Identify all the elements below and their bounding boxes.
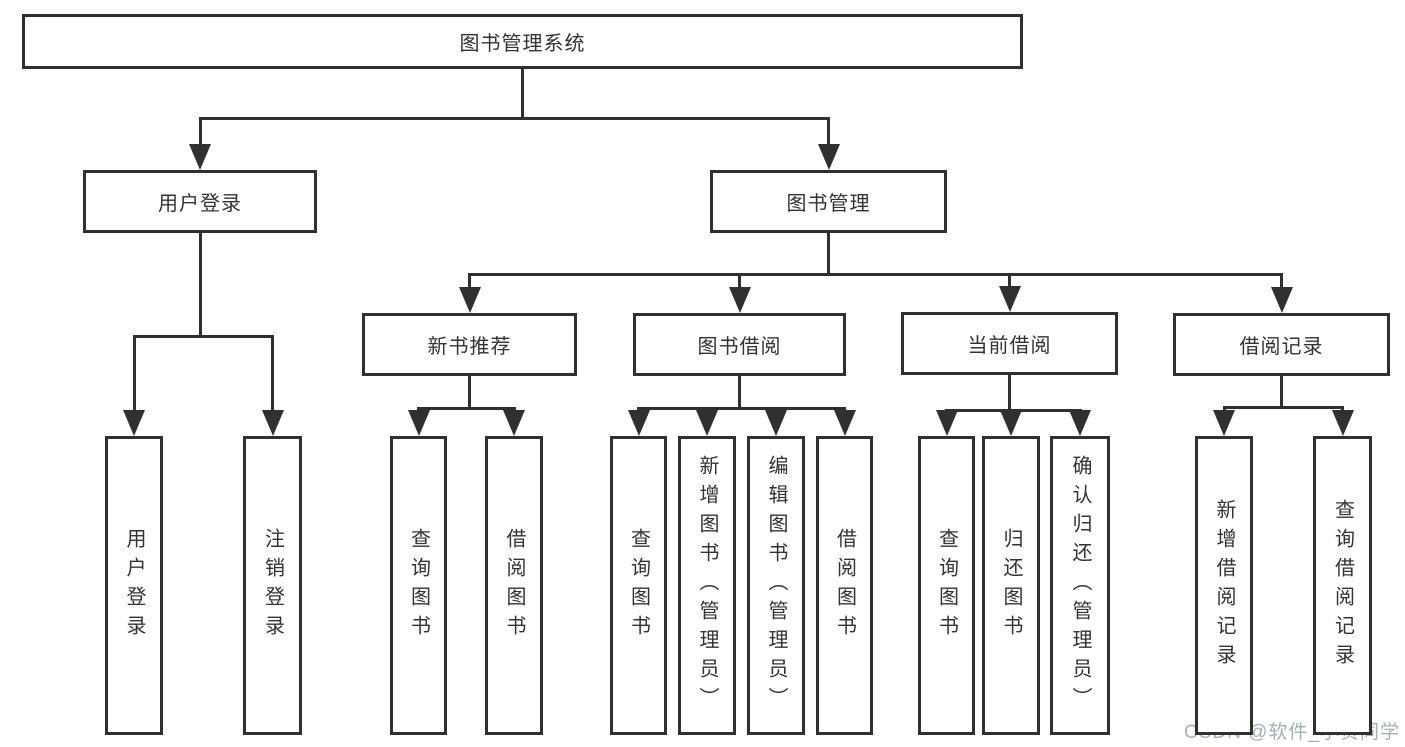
diagram-node-label: 借阅记录 xyxy=(1239,336,1324,358)
connector-drop-current-borrow xyxy=(1008,276,1011,290)
diagram-node-label: 查询图书 xyxy=(407,527,430,644)
diagram-node-leaf-return-books: 归还图书 xyxy=(982,436,1040,735)
diagram-node-label: 确认归还（管理员） xyxy=(1069,455,1091,716)
connector-branch-book-mgmt xyxy=(468,273,1283,276)
connector-stem-book-borrow xyxy=(738,376,741,410)
arrow-down-icon xyxy=(817,144,840,170)
diagram-node-leaf-logout: 注销登录 xyxy=(243,436,302,735)
connector-drop-borrow-records xyxy=(1280,276,1283,291)
arrow-down-icon xyxy=(503,410,525,436)
diagram-node-leaf-add-borrow-record: 新增借阅记录 xyxy=(1195,436,1253,735)
arrow-down-icon xyxy=(935,410,958,436)
connector-branch-borrow-records xyxy=(1222,406,1344,409)
diagram-node-leaf-add-books: 新增图书（管理员） xyxy=(678,436,736,735)
diagram-node-book-borrow: 图书借阅 xyxy=(633,313,846,376)
arrow-down-icon xyxy=(189,144,211,170)
diagram-node-leaf-query-borrow-record: 查询借阅记录 xyxy=(1313,436,1372,735)
arrow-down-icon xyxy=(833,410,856,436)
diagram-node-label: 新增借阅记录 xyxy=(1213,498,1235,673)
diagram-node-label: 新增图书（管理员） xyxy=(696,455,718,716)
connector-drop-new-book-recommend xyxy=(468,276,471,291)
connector-drop-book-mgmt xyxy=(827,120,830,148)
connector-drop-user-login xyxy=(198,120,202,148)
arrow-down-icon xyxy=(1331,410,1354,436)
arrow-down-icon xyxy=(1000,410,1022,436)
diagram-node-current-borrow: 当前借阅 xyxy=(901,312,1118,375)
connector-stem-current-borrow xyxy=(1008,375,1011,412)
diagram-node-label: 新书推荐 xyxy=(427,336,512,358)
connector-stem-book-mgmt xyxy=(827,233,830,276)
diagram-node-new-book-recommend: 新书推荐 xyxy=(362,313,577,376)
diagram-node-label: 借阅图书 xyxy=(503,527,525,644)
connector-branch-new-book-recommend xyxy=(417,407,516,410)
connector-branch-root xyxy=(198,117,830,120)
diagram-node-label: 注销登录 xyxy=(261,527,284,644)
arrow-down-icon xyxy=(261,410,284,436)
diagram-node-label: 当前借阅 xyxy=(967,335,1052,357)
diagram-node-leaf-borrow-books-1: 借阅图书 xyxy=(485,436,543,735)
arrow-down-icon xyxy=(407,410,430,436)
diagram-node-leaf-query-books-2: 查询图书 xyxy=(610,436,667,735)
diagram-node-book-mgmt: 图书管理 xyxy=(710,170,947,233)
connector-stem-root xyxy=(521,69,524,120)
connector-stem-user-login xyxy=(198,233,202,338)
arrow-down-icon xyxy=(728,287,751,313)
connector-branch-book-borrow xyxy=(637,407,846,410)
diagram-node-user-login: 用户登录 xyxy=(83,170,317,233)
arrow-down-icon xyxy=(765,410,787,436)
diagram-node-label: 图书管理系统 xyxy=(459,33,586,55)
connector-branch-user-login xyxy=(132,335,274,338)
arrow-down-icon xyxy=(1069,410,1091,436)
diagram-node-leaf-confirm-return: 确认归还（管理员） xyxy=(1050,436,1110,735)
arrow-down-icon xyxy=(696,410,718,436)
arrow-down-icon xyxy=(458,287,481,313)
diagram-node-leaf-query-books-1: 查询图书 xyxy=(390,436,447,735)
diagram-node-label: 用户登录 xyxy=(123,527,145,644)
diagram-node-label: 图书管理 xyxy=(786,193,871,215)
diagram-node-label: 归还图书 xyxy=(1000,527,1022,644)
diagram-node-leaf-edit-books: 编辑图书（管理员） xyxy=(747,436,805,735)
arrow-down-icon xyxy=(998,286,1021,312)
diagram-node-borrow-records: 借阅记录 xyxy=(1173,313,1390,376)
connector-stem-new-book-recommend xyxy=(468,376,471,410)
connector-drop-book-borrow xyxy=(738,276,741,291)
diagram-node-label: 图书借阅 xyxy=(697,336,782,358)
diagram-node-label: 用户登录 xyxy=(158,193,242,215)
diagram-node-label: 查询图书 xyxy=(935,527,958,644)
diagram-node-leaf-borrow-books-2: 借阅图书 xyxy=(816,436,873,735)
arrow-down-icon xyxy=(123,410,145,436)
arrow-down-icon xyxy=(1213,410,1235,436)
diagram-node-leaf-user-login: 用户登录 xyxy=(105,436,163,735)
arrow-down-icon xyxy=(627,410,650,436)
diagram-node-label: 查询图书 xyxy=(627,527,650,644)
diagram-node-label: 借阅图书 xyxy=(833,527,856,644)
diagram-node-label: 编辑图书（管理员） xyxy=(765,455,787,716)
arrow-down-icon xyxy=(1270,287,1293,313)
diagram-node-root: 图书管理系统 xyxy=(22,14,1023,69)
connector-drop-leaf-logout xyxy=(271,338,274,414)
connector-drop-leaf-user-login xyxy=(132,338,136,414)
connector-stem-borrow-records xyxy=(1280,376,1283,409)
diagram-node-leaf-query-books-3: 查询图书 xyxy=(918,436,975,735)
diagram-node-label: 查询借阅记录 xyxy=(1331,498,1354,673)
